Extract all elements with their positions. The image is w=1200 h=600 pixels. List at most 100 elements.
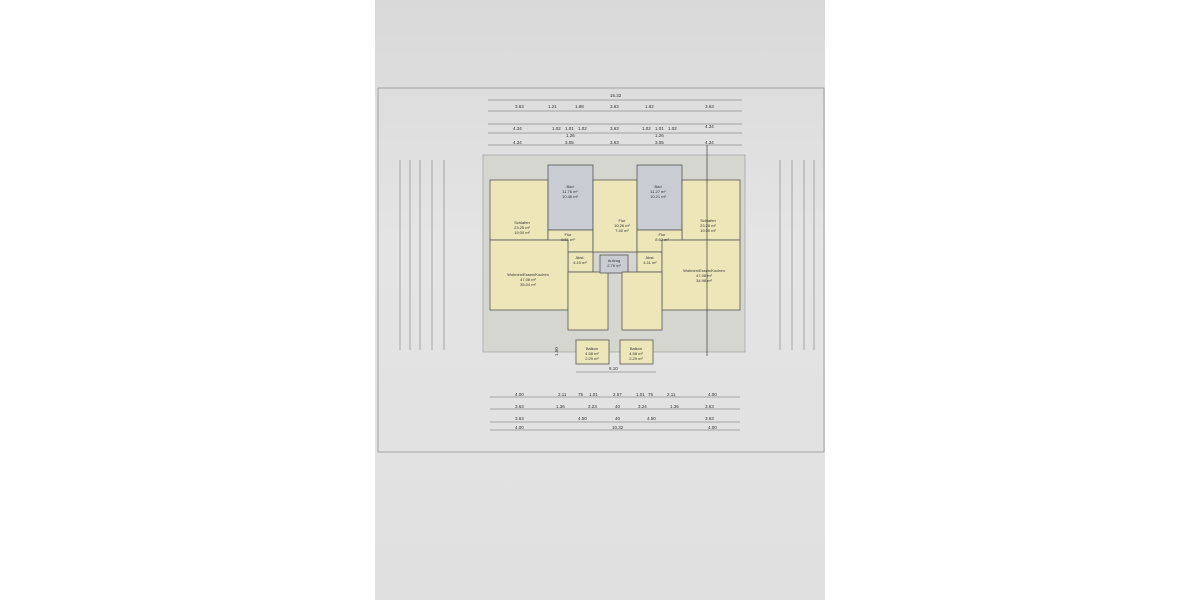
room-label: Abst. xyxy=(575,255,584,260)
room-area: 4.58 m² xyxy=(585,351,599,356)
room-label: Flur xyxy=(565,232,573,237)
dim-label: 3.05 xyxy=(565,140,574,145)
room-right-kitchen xyxy=(621,271,663,331)
dim-label: 4.50 xyxy=(647,416,656,421)
room-label: Balkon xyxy=(630,346,642,351)
room-area: 8.62 m² xyxy=(655,237,669,242)
room-lift xyxy=(599,254,629,274)
room-area: 23.25 m² xyxy=(700,223,716,228)
room-right-bedroom xyxy=(681,179,741,241)
room-label: Wohnen/Essen/Kochen xyxy=(683,268,725,273)
room-right-bath xyxy=(636,164,683,231)
dim-label: 3.63 xyxy=(515,416,524,421)
dim-label: 1.01 xyxy=(636,392,645,397)
dim-label: 1.01 xyxy=(589,392,598,397)
room-left-living xyxy=(489,239,569,311)
room-area: 4.11 m² xyxy=(643,260,657,265)
dim-label: 1.26 xyxy=(655,133,664,138)
dim-label: 1.50 xyxy=(554,347,559,356)
dim-label: 6.10 xyxy=(609,366,618,371)
room-area: 2.29 m² xyxy=(629,356,643,361)
room-area: 19.00 m² xyxy=(514,230,530,235)
dim-label: 4.00 xyxy=(708,425,717,430)
dim-label: 1.02 xyxy=(552,126,561,131)
dim-label: 3.63 xyxy=(705,404,714,409)
room-area: 11.76 m² xyxy=(562,189,578,194)
room-label: Schlafen xyxy=(700,218,716,223)
dim-label: 3.63 xyxy=(705,104,714,109)
dim-label: 1.26 xyxy=(566,133,575,138)
side-dimensions xyxy=(399,160,815,350)
room-area: 19.00 m² xyxy=(700,228,716,233)
room-label: Wohnen/Essen/Kochen xyxy=(507,272,549,277)
room-left-balcony xyxy=(575,339,610,365)
room-area: 10.46 m² xyxy=(562,194,578,199)
dim-label: 3.24 xyxy=(638,404,647,409)
room-label: Balkon xyxy=(586,346,598,351)
room-area: 35.04 m² xyxy=(520,282,536,287)
dim-label: 1.88 xyxy=(575,104,584,109)
room-label: Aufzug xyxy=(608,258,620,263)
dim-label: 3.63 xyxy=(515,404,524,409)
dim-top-total: 16.32 xyxy=(610,93,622,98)
dim-label: 4.00 xyxy=(515,425,524,430)
dim-label: 3.05 xyxy=(655,140,664,145)
dim-label: 40 xyxy=(615,404,621,409)
dim-label: 1.02 xyxy=(578,126,587,131)
room-label: Abst. xyxy=(645,255,654,260)
dim-label: 2.11 xyxy=(667,392,676,397)
dim-label: 3.63 xyxy=(515,104,524,109)
dim-label: 75 xyxy=(648,392,654,397)
dim-label: 75 xyxy=(578,392,584,397)
room-area: 10.21 m² xyxy=(650,194,666,199)
dim-label: 1.82 xyxy=(645,104,654,109)
room-label: Bad xyxy=(566,184,573,189)
room-label: Schlafen xyxy=(514,220,530,225)
room-stair-hall xyxy=(592,179,638,253)
room-area: 4.10 m² xyxy=(573,260,587,265)
dim-label: 40 xyxy=(615,416,621,421)
dim-label: 3.63 xyxy=(610,140,619,145)
bottom-dimensions: 6.10 1.50 4.00 2.11 75 1.01 2.57 1.01 75… xyxy=(490,347,740,431)
top-dimensions: 16.32 3.63 1.21 1.88 3.63 1.82 3.63 4.34… xyxy=(488,93,742,146)
room-right-living xyxy=(661,239,741,311)
dim-label: 1.02 xyxy=(668,126,677,131)
room-label: Flur xyxy=(619,218,627,223)
room-label: Bad xyxy=(654,184,661,189)
dim-label: 1.36 xyxy=(556,404,565,409)
room-area: 10.26 m² xyxy=(614,223,630,228)
room-right-balcony xyxy=(619,339,654,365)
room-left-bedroom xyxy=(489,179,549,241)
dim-label: 1.36 xyxy=(670,404,679,409)
dim-label: 4.34 xyxy=(513,126,522,131)
dim-label: 4.00 xyxy=(515,392,524,397)
dim-label: 3.23 xyxy=(588,404,597,409)
room-area: 34.98 m² xyxy=(696,278,712,283)
dim-label: 4.34 xyxy=(705,124,714,129)
dim-label: 3.63 xyxy=(610,126,619,131)
dim-label: 1.02 xyxy=(642,126,651,131)
dim-label: 3.63 xyxy=(705,416,714,421)
room-left-kitchen xyxy=(567,271,609,331)
dim-label: 4.34 xyxy=(705,140,714,145)
room-area: 7.40 m² xyxy=(615,228,629,233)
room-area: 2.79 m² xyxy=(607,263,621,268)
room-area: 47.08 m² xyxy=(696,273,712,278)
dim-label: 1.01 xyxy=(565,126,574,131)
room-area: 23.25 m² xyxy=(514,225,530,230)
dim-label: 1.21 xyxy=(548,104,557,109)
sheet-frame xyxy=(377,87,825,453)
room-area: 47.08 m² xyxy=(520,277,536,282)
dim-label: 1.01 xyxy=(655,126,664,131)
dim-label: 4.50 xyxy=(578,416,587,421)
room-area: 4.58 m² xyxy=(629,351,643,356)
dim-label: 3.63 xyxy=(610,104,619,109)
room-area: 2.29 m² xyxy=(585,356,599,361)
dim-label: 2.57 xyxy=(613,392,622,397)
dim-total: 10.32 xyxy=(612,425,624,430)
room-label: Flur xyxy=(659,232,667,237)
dim-label: 4.34 xyxy=(513,140,522,145)
dim-label: 4.00 xyxy=(708,392,717,397)
room-area: 8.51 m² xyxy=(561,237,575,242)
